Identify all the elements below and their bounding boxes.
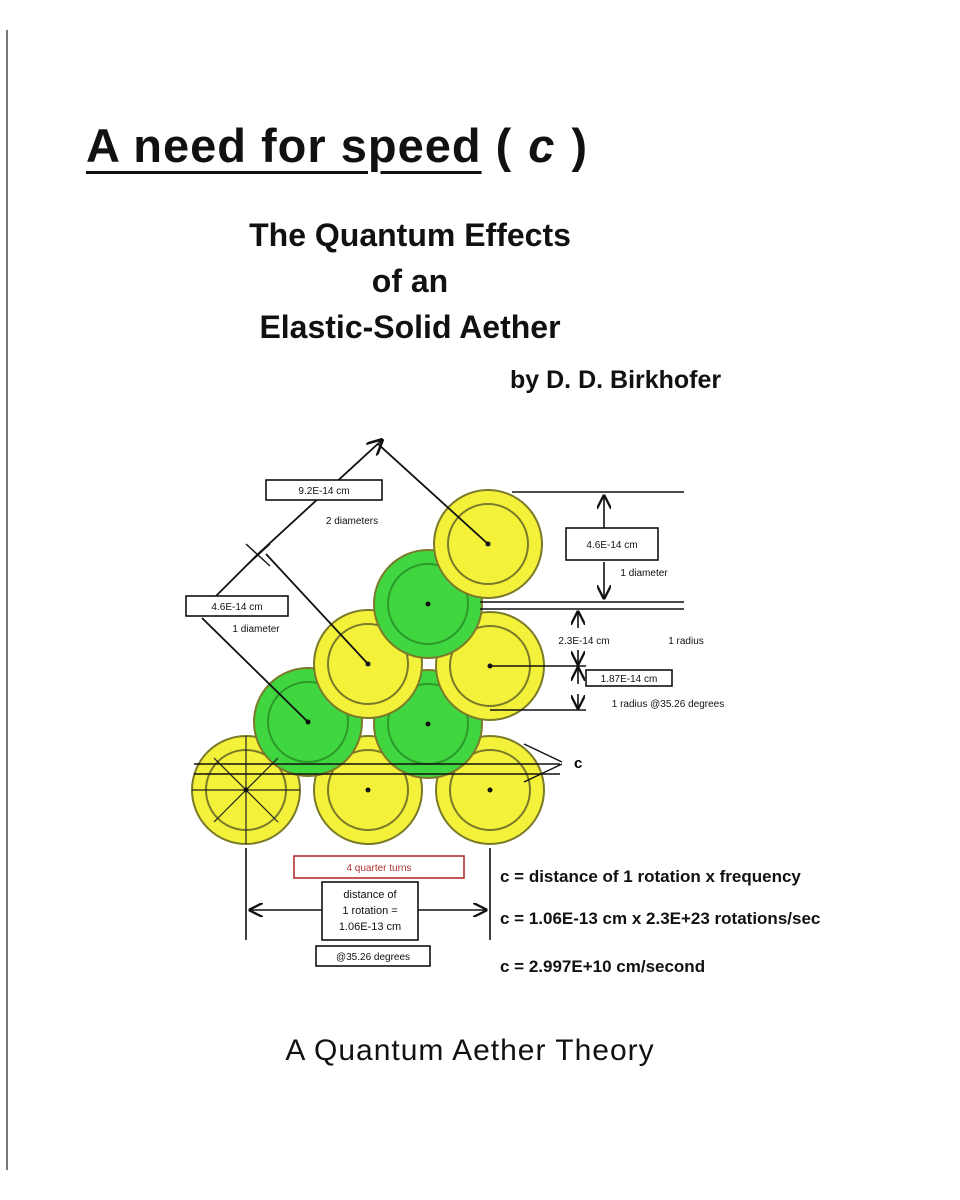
book-subtitle: The Quantum Effects of an Elastic-Solid … <box>200 212 620 350</box>
label-two-diameters-value: 9.2E-14 cm <box>298 486 349 497</box>
author-line: by D. D. Birkhofer <box>510 366 722 394</box>
title-open-paren: ( <box>495 119 513 172</box>
title-close-paren: ) <box>571 119 589 172</box>
label-two-diameters-text: 2 diameters <box>326 516 378 527</box>
title-main: A need for speed <box>86 119 482 172</box>
label-rotation-line-1: distance of <box>343 889 397 901</box>
label-boxes <box>185 479 673 967</box>
label-angle-box: @35.26 degrees <box>336 952 410 963</box>
vertical-arrows <box>578 496 604 708</box>
construction-lines <box>194 491 684 775</box>
title-symbol: c <box>528 119 556 172</box>
label-rotation-line-2: 1 rotation = <box>342 905 397 917</box>
label-radius-text: 1 radius <box>668 636 704 647</box>
footer-tagline: A Quantum Aether Theory <box>285 1034 655 1067</box>
book-title: A need for speed( c) <box>86 118 588 173</box>
c-marker-lines <box>523 743 563 783</box>
label-one-diameter-right-text: 1 diameter <box>620 568 668 579</box>
label-radius-angle-text: 1 radius @35.26 degrees <box>612 699 724 710</box>
c-marker-label: c <box>574 755 582 772</box>
label-radius-angle-value: 1.87E-14 cm <box>601 674 658 685</box>
label-one-diameter-left-value: 4.6E-14 cm <box>211 602 262 613</box>
label-quarter-turns: 4 quarter turns <box>346 863 411 874</box>
equation-1: c = distance of 1 rotation x frequency <box>500 867 801 886</box>
label-rotation-line-3: 1.06E-13 cm <box>339 921 401 933</box>
speed-equations: c = distance of 1 rotation x frequency c… <box>500 867 820 976</box>
subtitle-line-3: Elastic-Solid Aether <box>259 309 561 345</box>
diagram-labels: 9.2E-14 cm 2 diameters 4.6E-14 cm 1 diam… <box>211 486 724 963</box>
page-edge-rule <box>6 30 8 1170</box>
equation-3: c = 2.997E+10 cm/second <box>500 957 705 976</box>
label-one-diameter-right-value: 4.6E-14 cm <box>586 540 637 551</box>
rotation-arrow <box>245 848 491 940</box>
tick-mark <box>245 543 271 567</box>
subtitle-line-2: of an <box>371 263 449 299</box>
label-one-diameter-left-text: 1 diameter <box>232 624 280 635</box>
equation-2: c = 1.06E-13 cm x 2.3E+23 rotations/sec <box>500 909 820 928</box>
label-radius-value: 2.3E-14 cm <box>558 636 609 647</box>
subtitle-line-1: The Quantum Effects <box>249 217 571 253</box>
